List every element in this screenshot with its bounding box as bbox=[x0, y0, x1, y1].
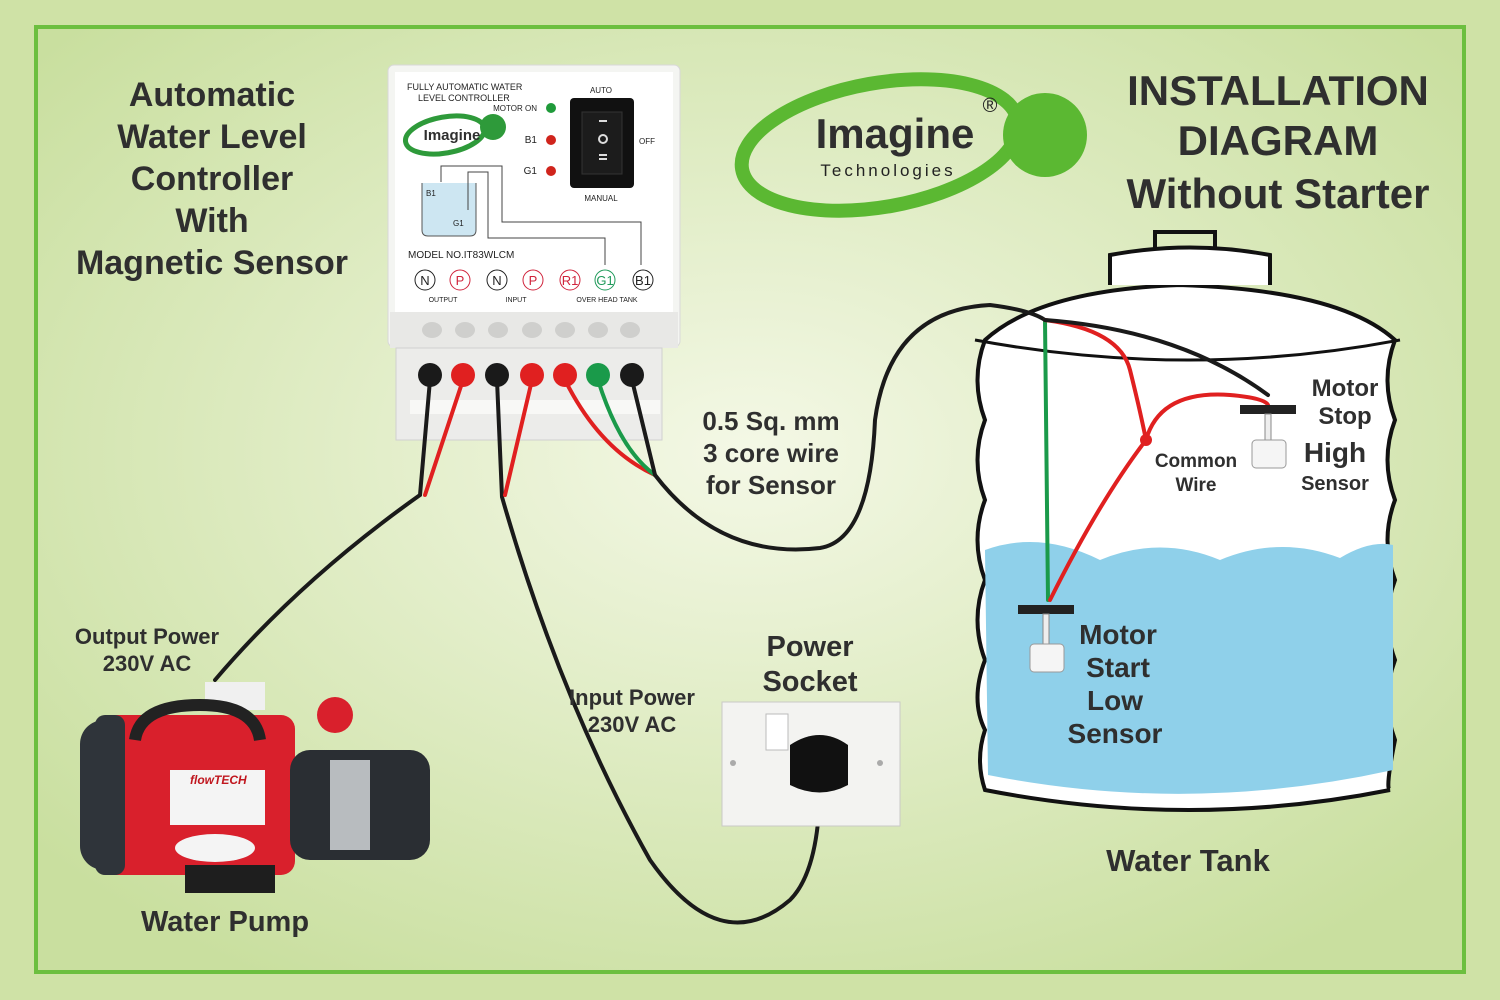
pump-label: Water Pump bbox=[141, 906, 309, 938]
label-line: Motor bbox=[1312, 375, 1379, 402]
label-line: Output Power bbox=[75, 624, 220, 649]
label-line: Motor bbox=[1079, 619, 1157, 650]
terminal-n-output bbox=[418, 363, 442, 387]
label-line: 0.5 Sq. mm bbox=[702, 406, 839, 436]
model-number: MODEL NO.IT83WLCM bbox=[408, 250, 514, 261]
switch-auto-label: AUTO bbox=[590, 86, 612, 95]
title-line: INSTALLATION bbox=[1127, 67, 1429, 114]
title-line: Water Level bbox=[117, 118, 307, 156]
output-power-label: Output Power 230V AC bbox=[75, 624, 220, 676]
terminal-label: P bbox=[456, 273, 465, 288]
label-line: Wire bbox=[1175, 475, 1216, 496]
right-title: INSTALLATION DIAGRAM Without Starter bbox=[1127, 67, 1430, 217]
led-label: MOTOR ON bbox=[493, 104, 537, 113]
water-pump: flowTECH bbox=[80, 682, 430, 893]
output-phase-wire bbox=[423, 378, 465, 497]
title-line: DIAGRAM bbox=[1178, 117, 1379, 164]
output-neutral-wire bbox=[213, 378, 432, 682]
led-b1-icon bbox=[546, 135, 556, 145]
mini-logo-name: Imagine bbox=[424, 127, 481, 144]
label-line: Sensor bbox=[1068, 718, 1163, 749]
low-sensor bbox=[1018, 605, 1074, 673]
water-tank bbox=[974, 230, 1401, 812]
logo-name: Imagine bbox=[816, 110, 975, 157]
plug-icon bbox=[790, 735, 848, 793]
led-label: G1 bbox=[524, 166, 538, 177]
imagine-logo: Imagine Technologies ® bbox=[734, 72, 1087, 218]
terminal-b1 bbox=[620, 363, 644, 387]
terminal-p-input bbox=[520, 363, 544, 387]
wire-label: 0.5 Sq. mm 3 core wire for Sensor bbox=[702, 406, 839, 500]
logo-sub: Technologies bbox=[820, 161, 955, 180]
power-socket bbox=[721, 701, 901, 827]
led-g1-icon bbox=[546, 166, 556, 176]
label-line: Stop bbox=[1318, 403, 1371, 430]
high-sensor bbox=[1240, 405, 1296, 469]
controller-heading: FULLY AUTOMATIC WATER bbox=[407, 82, 523, 92]
label-line: 230V AC bbox=[588, 712, 677, 737]
terminal-label: B1 bbox=[635, 273, 651, 288]
label-line: Socket bbox=[762, 666, 857, 698]
label-line: Low bbox=[1087, 685, 1143, 716]
motor-stop-label: Motor Stop bbox=[1312, 375, 1379, 430]
switch-off-label: OFF bbox=[639, 137, 655, 146]
group-label: OVER HEAD TANK bbox=[576, 297, 638, 304]
left-title: Automatic Water Level Controller With Ma… bbox=[76, 76, 348, 282]
title-line: Without Starter bbox=[1127, 170, 1430, 217]
terminal-label: P bbox=[529, 273, 538, 288]
label-line: Start bbox=[1086, 652, 1150, 683]
terminal-label: G1 bbox=[596, 273, 613, 288]
terminal-label: N bbox=[420, 273, 429, 288]
sensor-green-wire bbox=[1043, 318, 1050, 602]
input-wire bbox=[495, 378, 822, 925]
high-sensor-label: Sensor bbox=[1301, 473, 1369, 495]
low-sensor-label: Motor Start Low Sensor bbox=[1068, 619, 1163, 749]
logo-reg: ® bbox=[983, 95, 998, 117]
terminal-p-output bbox=[451, 363, 475, 387]
terminal-r1 bbox=[553, 363, 577, 387]
tank-schematic: B1 G1 bbox=[421, 165, 642, 265]
terminal-row bbox=[418, 363, 644, 387]
pump-brand: flowTECH bbox=[190, 773, 247, 787]
tank-label: B1 bbox=[426, 189, 436, 198]
led-label: B1 bbox=[525, 135, 538, 146]
controller-heading: LEVEL CONTROLLER bbox=[418, 93, 510, 103]
led-motor-on-icon bbox=[546, 103, 556, 113]
sensor-cable bbox=[630, 302, 1047, 552]
terminal-label: N bbox=[492, 273, 501, 288]
label-line: 3 core wire bbox=[703, 438, 839, 468]
label-line: Input Power bbox=[569, 685, 695, 710]
mini-logo: Imagine bbox=[402, 113, 506, 157]
group-label: OUTPUT bbox=[429, 297, 459, 304]
high-label: High bbox=[1304, 437, 1366, 468]
socket-switch[interactable] bbox=[765, 713, 789, 751]
input-power-label: Input Power 230V AC bbox=[569, 685, 695, 737]
title-line: Controller bbox=[131, 160, 293, 198]
group-label: INPUT bbox=[506, 297, 528, 304]
tank-label: Water Tank bbox=[1106, 843, 1270, 878]
label-line: 230V AC bbox=[103, 651, 192, 676]
label-line: Common bbox=[1155, 451, 1237, 472]
terminal-label: R1 bbox=[562, 273, 579, 288]
terminal-g1 bbox=[586, 363, 610, 387]
common-wire-label: Common Wire bbox=[1155, 451, 1237, 496]
mode-switch[interactable] bbox=[570, 98, 634, 188]
label-line: for Sensor bbox=[706, 470, 836, 500]
terminal-n-input bbox=[485, 363, 509, 387]
common-wire bbox=[1043, 318, 1149, 602]
wiring bbox=[213, 302, 1270, 925]
tank-label: G1 bbox=[453, 219, 464, 228]
controller-unit: FULLY AUTOMATIC WATER LEVEL CONTROLLER I… bbox=[387, 64, 681, 441]
water bbox=[985, 542, 1393, 794]
label-line: Power bbox=[766, 631, 853, 663]
switch-manual-label: MANUAL bbox=[584, 194, 618, 203]
title-line: Magnetic Sensor bbox=[76, 244, 348, 282]
socket-label: Power Socket bbox=[762, 631, 857, 698]
title-line: Automatic bbox=[129, 76, 295, 114]
title-line: With bbox=[175, 202, 248, 240]
